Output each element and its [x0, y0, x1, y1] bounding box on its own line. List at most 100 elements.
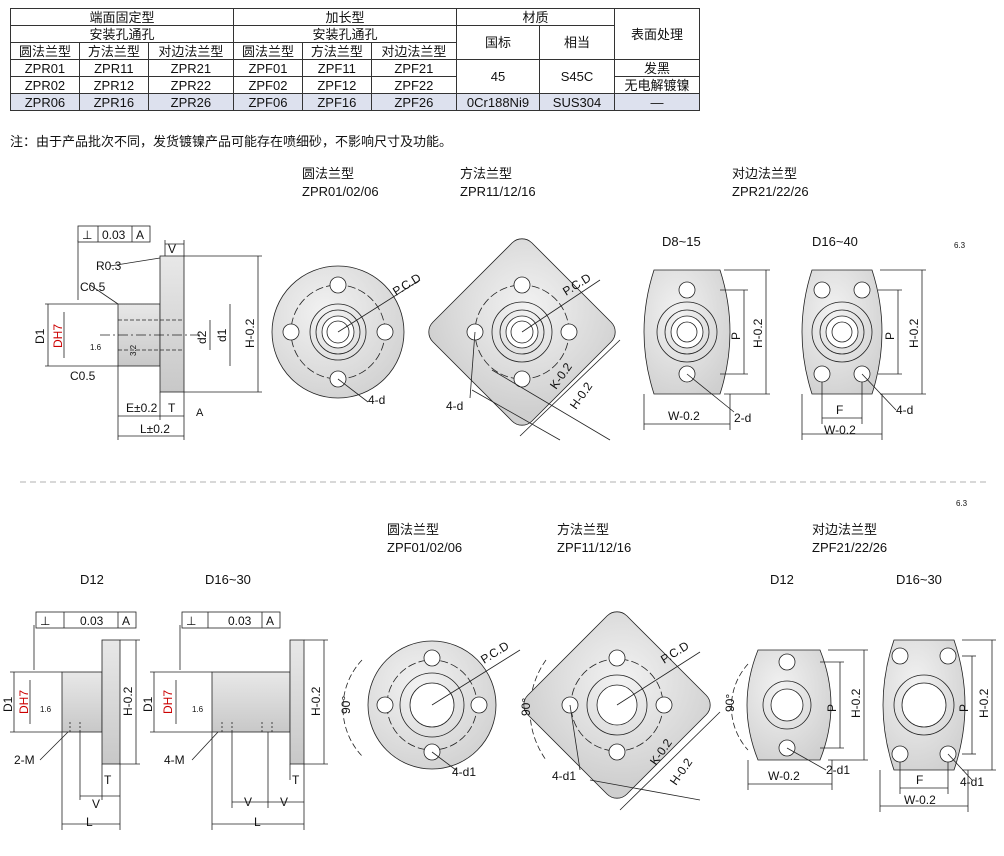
- dim-d1: D1: [1, 696, 15, 712]
- datum-a-circle: A: [196, 407, 204, 419]
- flatness-value: 0.03: [80, 614, 104, 628]
- dim-h-flat-1: H-0.2: [751, 318, 765, 348]
- perp-symbol: ⊥: [40, 614, 50, 628]
- dim-t: T: [168, 401, 176, 415]
- flatness-value: 0.03: [102, 228, 126, 242]
- table-cell: ZPF02: [233, 76, 303, 94]
- dim-90deg: 90°: [519, 698, 533, 716]
- dim-p-1: P: [729, 332, 743, 340]
- header-hole-a: 安装孔通孔: [10, 25, 234, 43]
- top-round-flange: [271, 265, 421, 403]
- top-flat-flange-small: [643, 269, 770, 430]
- top-round-codes: ZPR01/02/06: [302, 184, 379, 199]
- dim-p: P: [825, 704, 839, 712]
- dim-w: W-0.2: [904, 793, 936, 807]
- bottom-square-flange: [523, 611, 721, 811]
- table-cell: ZPF26: [370, 93, 458, 111]
- material-gb-2: 0Cr188Ni9: [456, 93, 540, 111]
- dim-p-2: P: [883, 332, 897, 340]
- perp-symbol: ⊥: [82, 228, 92, 242]
- dim-l: L±0.2: [140, 422, 170, 436]
- dim-4d-3: 4-d: [896, 403, 913, 417]
- dim-f-1: F: [836, 403, 843, 417]
- bottom-flat-small-range: D12: [770, 572, 794, 587]
- dim-h-flat: H-0.2: [977, 688, 991, 718]
- dim-2d: 2-d: [734, 411, 751, 425]
- bottom-square-codes: ZPF11/12/16: [557, 540, 632, 555]
- top-square-title: 方法兰型: [460, 166, 513, 181]
- dim-r03: R0.3: [96, 259, 122, 273]
- table-cell: ZPR21: [147, 59, 235, 77]
- bottom-side-large-range: D16~30: [205, 572, 251, 587]
- roughness-63-top: 6.3: [954, 241, 966, 250]
- dim-l-plain: L: [86, 815, 93, 829]
- dim-4d-1: 4-d: [368, 393, 385, 407]
- perp-symbol: ⊥: [186, 614, 196, 628]
- bottom-side-view-large: [150, 611, 328, 830]
- dim-f: F: [916, 773, 923, 787]
- dim-4d1: 4-d1: [552, 769, 576, 783]
- dim-c05-top: C0.5: [80, 280, 106, 294]
- dim-pcd: P.C.D: [478, 638, 512, 666]
- table-cell: ZPR02: [10, 76, 80, 94]
- dim-h: H-0.2: [243, 318, 257, 348]
- top-flat-large-range: D16~40: [812, 234, 858, 249]
- dim-4m: 4-M: [164, 753, 185, 767]
- dim-v: V: [92, 797, 100, 811]
- bottom-round-codes: ZPF01/02/06: [387, 540, 463, 555]
- dim-4d-2: 4-d: [446, 399, 463, 413]
- dim-t: T: [104, 773, 112, 787]
- bottom-flat-flange-small: [731, 649, 868, 790]
- footnote: 注：由于产品批次不同，发货镀镍产品可能存在喷细砂，不影响尺寸及功能。: [10, 134, 453, 149]
- table-cell: ZPR26: [147, 93, 235, 111]
- dim-90deg: 90°: [339, 696, 353, 714]
- roughness-16: 1.6: [90, 343, 102, 352]
- table-row: ZPR01 ZPR11 ZPR21 ZPF01 ZPF11 ZPF21 45 S…: [10, 59, 700, 94]
- dim-v: V: [244, 795, 252, 809]
- bottom-square-title: 方法兰型: [557, 522, 610, 537]
- col-round-a: 圆法兰型: [10, 42, 80, 60]
- top-side-view: [45, 225, 262, 440]
- bottom-flat-codes: ZPF21/22/26: [812, 540, 888, 555]
- dim-h-flat-2: H-0.2: [907, 318, 921, 348]
- dim-d1: D1: [33, 328, 47, 344]
- surface-3: —: [614, 93, 700, 111]
- table-row: ZPR06 ZPR16 ZPR26 ZPF06 ZPF16 ZPF26 0Cr1…: [10, 93, 700, 111]
- roughness-16: 1.6: [192, 705, 204, 714]
- dim-e: E±0.2: [126, 401, 158, 415]
- roughness-32: 3.2: [129, 344, 138, 356]
- dim-v: V: [280, 795, 288, 809]
- material-eq-1: S45C: [539, 59, 615, 94]
- bottom-flat-large-range: D16~30: [896, 572, 942, 587]
- bottom-flat-title: 对边法兰型: [812, 522, 878, 537]
- bottom-round-title: 圆法兰型: [387, 522, 440, 537]
- top-flat-flange-large: [801, 269, 926, 440]
- col-flat-a: 对边法兰型: [147, 42, 235, 60]
- table-cell: ZPR06: [10, 93, 80, 111]
- col-square-b: 方法兰型: [301, 42, 372, 60]
- datum-label: A: [266, 614, 274, 628]
- table-cell: ZPF12: [301, 76, 372, 94]
- table-cell: ZPF16: [301, 93, 372, 111]
- bottom-flat-flange-large: [879, 639, 996, 812]
- dim-l-plain: L: [254, 815, 261, 829]
- dim-v: V: [168, 242, 176, 256]
- dim-t: T: [292, 773, 300, 787]
- dim-4d1: 4-d1: [452, 765, 476, 779]
- dim-pcd: P.C.D: [658, 638, 692, 666]
- top-square-codes: ZPR11/12/16: [460, 184, 536, 199]
- material-eq-2: SUS304: [539, 93, 615, 111]
- dim-h-flat: H-0.2: [849, 688, 863, 718]
- dim-c05-bottom: C0.5: [70, 369, 96, 383]
- top-flat-codes: ZPR21/22/26: [732, 184, 809, 199]
- top-square-flange: [428, 238, 621, 441]
- dim-w: W-0.2: [768, 769, 800, 783]
- dim-d1: D1: [141, 696, 155, 712]
- surface-2: 无电解镀镍: [614, 76, 700, 94]
- dim-dh7: DH7: [17, 690, 31, 714]
- datum-label: A: [122, 614, 130, 628]
- top-round-title: 圆法兰型: [302, 166, 355, 181]
- surface-1: 发黑: [614, 59, 700, 77]
- flatness-value: 0.03: [228, 614, 252, 628]
